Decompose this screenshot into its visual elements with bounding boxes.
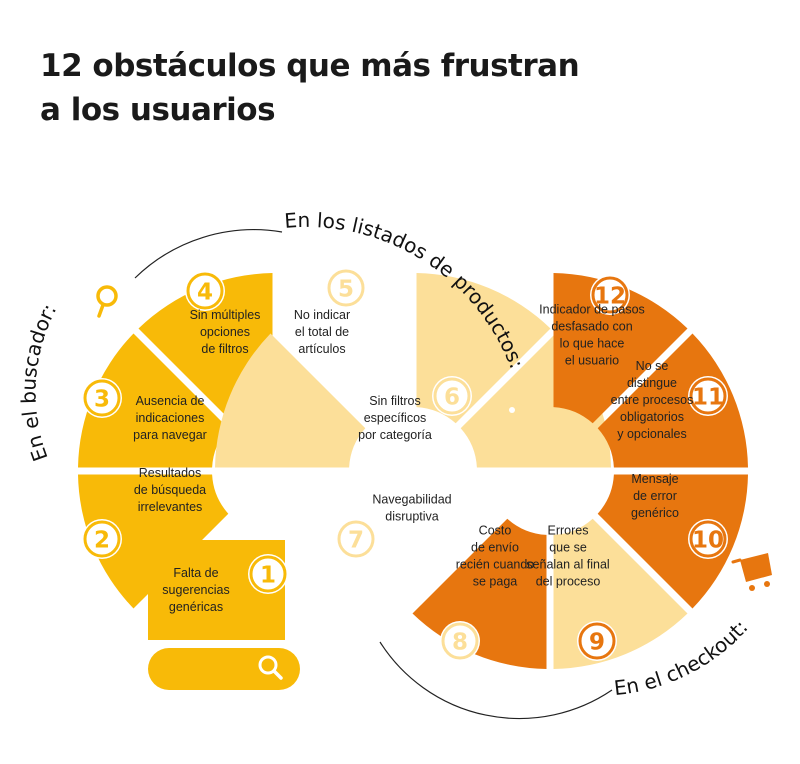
number-12: 12 — [594, 284, 626, 310]
number-9: 9 — [589, 630, 605, 656]
number-badge-12 — [590, 275, 630, 315]
number-badge-5 — [326, 268, 366, 308]
obstacle-segment-2 — [78, 333, 229, 468]
number-2: 2 — [94, 528, 110, 554]
number-badge-3 — [82, 378, 122, 418]
search-bar — [148, 648, 300, 690]
number-10: 10 — [692, 528, 724, 554]
price-tag-icon — [500, 400, 524, 446]
number-badge-10 — [688, 519, 728, 559]
obstacle-segment-12 — [553, 273, 688, 424]
section-label-buscador: En el buscador: — [16, 300, 61, 465]
section-icons — [96, 285, 772, 591]
magnifier-icon — [96, 285, 118, 318]
number-badge-1 — [248, 554, 288, 594]
number-11: 11 — [692, 385, 724, 411]
number-5: 5 — [338, 277, 354, 303]
number-badge-7 — [336, 519, 376, 559]
number-badge-11 — [688, 376, 728, 416]
shopping-cart-icon — [731, 553, 772, 591]
number-1: 1 — [260, 563, 276, 589]
obstacle-segments — [78, 273, 748, 690]
number-8: 8 — [452, 630, 468, 656]
number-badge-8 — [440, 621, 480, 661]
obstacle-segment-3 — [78, 474, 229, 609]
number-6: 6 — [444, 385, 460, 411]
obstacle-segment-10 — [597, 474, 748, 609]
title-line-1: 12 obstáculos que más frustran — [40, 48, 580, 84]
number-badge-9 — [577, 621, 617, 661]
number-badge-6 — [432, 376, 472, 416]
section-guide-lines — [134, 229, 613, 720]
number-badge-2 — [82, 519, 122, 559]
number-7: 7 — [348, 528, 364, 554]
search-icon — [258, 655, 283, 680]
obstacle-segment-11 — [597, 333, 748, 468]
page-title: 12 obstáculos que más frustran a los usu… — [40, 44, 640, 132]
obstacle-segment-7 — [215, 333, 366, 468]
number-4: 4 — [197, 280, 213, 306]
title-line-2: a los usuarios — [40, 92, 276, 128]
number-badge-4 — [185, 271, 225, 311]
number-3: 3 — [94, 387, 110, 413]
